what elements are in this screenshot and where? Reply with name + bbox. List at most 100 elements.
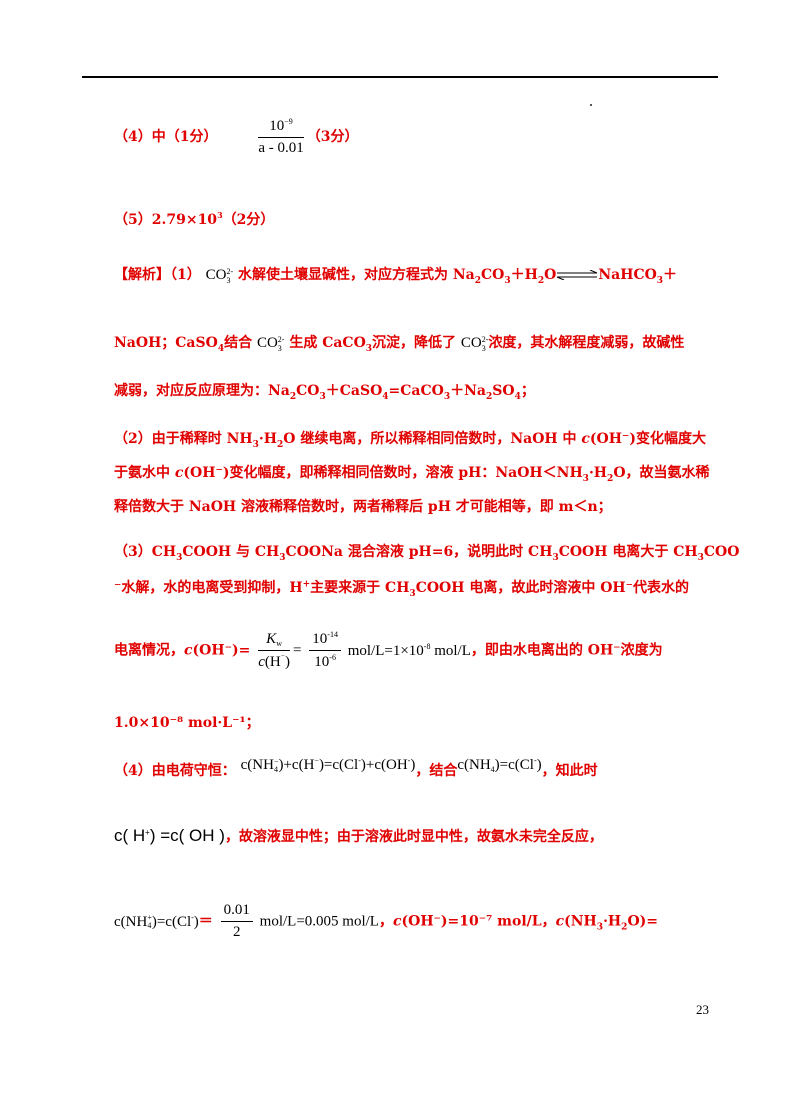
answer-4-fraction: 10−9 a - 0.01: [258, 117, 304, 157]
text-seg: （4）由电荷守恒：: [114, 763, 236, 779]
text-seg: ；: [520, 383, 535, 399]
neutral-eq: c( H+) =c( OH ): [114, 826, 225, 845]
analysis-tag: 【解析】（1）: [114, 267, 201, 283]
kw-sub: w: [276, 638, 282, 648]
sub: 4: [514, 391, 521, 402]
italic-c: c: [184, 642, 193, 659]
text-seg: ，: [378, 913, 393, 930]
sub: 4: [217, 343, 225, 354]
nh4-eq: c(NH+4)=c(Cl-): [114, 912, 199, 931]
text-seg: =CaCO: [388, 383, 444, 399]
text-seg: 浓度，其水解程度减弱，故碱性: [488, 335, 685, 351]
equilibrium-arrow-icon: [557, 270, 598, 280]
m: ) =c( OH: [149, 826, 215, 845]
co-text: CO: [460, 335, 482, 351]
text-seg: ＋CaSO: [325, 383, 383, 399]
analysis-2-line2: 于氨水中 c(OH⁻)变化幅度，即稀释相同倍数时，溶液 pH：NaOH＜NH3·…: [114, 462, 710, 484]
m-sup: −: [273, 756, 279, 766]
ch-c: c: [258, 653, 265, 670]
analysis-3-line1: （3）CH3COOH 与 CH3COONa 混合溶液 pH=6，说明此时 CH3…: [114, 541, 739, 563]
m-sub: 4: [147, 921, 152, 931]
num-base: 10: [312, 631, 328, 647]
sub: 4: [382, 391, 389, 402]
power-fraction: 10-14 10-6: [309, 630, 341, 671]
text-seg: O，故当氨水稀: [613, 465, 710, 481]
analysis-2-line1: （2）由于稀释时 NH3·H2O 继续电离，所以稀释相同倍数时，NaOH 中 c…: [114, 428, 706, 450]
sub: 2: [607, 473, 614, 484]
text-seg: 减弱，对应反应原理为：Na: [114, 383, 290, 399]
text-seg: COOH 与 CH: [182, 544, 280, 560]
m: )+c(OH: [360, 757, 408, 773]
m-sub: 4: [273, 764, 278, 774]
text-seg: 沉淀，降低了: [372, 335, 457, 351]
m-sup: −: [314, 756, 319, 765]
text-seg: 水解使土壤显碱性，对应方程式为 Na: [238, 267, 475, 283]
text-seg: 电离情况，: [114, 642, 184, 659]
sub: 3: [697, 552, 704, 563]
equals: =: [292, 642, 302, 659]
m: )=c(Cl: [318, 757, 359, 773]
frac-den: a - 0.01: [258, 140, 304, 156]
sub: 2: [277, 439, 284, 450]
sub: 2: [621, 922, 628, 933]
co-sup: 2-: [226, 266, 234, 276]
conc-fraction: 0.01 2: [220, 902, 253, 941]
analysis-3-line4: 1.0×10⁻⁸ mol·L⁻¹；: [114, 712, 260, 732]
m: c(NH: [457, 757, 491, 773]
ch-paren: ): [284, 653, 290, 670]
sub: 2: [485, 391, 493, 402]
co-sub: 3: [277, 343, 282, 353]
m-sub: 4: [490, 765, 495, 774]
analysis-2-line3: 释倍数大于 NaOH 溶液稀释倍数时，两者稀释后 pH 才可能相等，即 m＜n；: [114, 496, 612, 516]
italic-c: c: [392, 913, 402, 930]
answer-5-exp: 3: [217, 210, 223, 220]
answer-4: （4）中（1分） 10−9 a - 0.01 （3分）: [114, 117, 359, 157]
text-seg: ·H: [258, 431, 278, 447]
text-seg: (NH: [564, 913, 597, 930]
sub: 3: [656, 275, 664, 286]
text-seg: COO: [703, 544, 740, 560]
ch-sup: ⁻: [280, 652, 285, 662]
m: )=c(Cl: [151, 913, 192, 930]
text-seg: 生成 CaCO: [289, 335, 366, 351]
combine-eq: c(NH4)=c(Cl-): [457, 756, 541, 774]
text-seg: NaHCO: [598, 267, 657, 283]
m-sup: -: [191, 912, 194, 922]
italic-c: c: [174, 465, 184, 481]
italic-c: c: [555, 913, 565, 930]
italic-c: c: [581, 431, 590, 447]
frac-den: 2: [233, 924, 241, 940]
m-sup: -: [533, 756, 537, 765]
m: ): [410, 757, 416, 773]
header-rule: [82, 76, 718, 78]
m: mol/L=0.005 mol/L: [255, 913, 379, 930]
m: )+c(H: [278, 757, 315, 773]
m: c(NH: [240, 757, 274, 773]
speck: [590, 104, 592, 106]
text-seg: ⁻水解，水的电离受到抑制，H: [114, 580, 303, 596]
analysis-1-line3: 减弱，对应反应原理为：Na2CO3＋CaSO4=CaCO3＋Na2SO4；: [114, 380, 535, 402]
co-sup: 2-: [481, 334, 489, 344]
text-seg: O: [544, 267, 557, 283]
m-sup: +: [145, 828, 150, 837]
text-seg: (OH⁻)=: [192, 642, 251, 659]
text-seg: 1.0×10⁻⁸ mol·L⁻¹；: [114, 715, 260, 731]
m: ): [214, 826, 225, 845]
sub: 3: [443, 391, 451, 402]
sub: 2: [474, 275, 482, 286]
text-seg: 于氨水中: [114, 465, 175, 481]
m: c( H: [114, 826, 146, 845]
sub: 3: [319, 391, 326, 402]
co-sub: 3: [481, 343, 486, 353]
text-seg: O)=: [627, 913, 658, 930]
answer-5-suffix: （2分）: [222, 212, 275, 228]
sub: 2: [537, 275, 545, 286]
text-seg: ＋Na: [450, 383, 486, 399]
equals: ＝: [198, 913, 213, 930]
m-sup: +: [147, 913, 152, 923]
text-seg: (OH⁻)变化幅度大: [589, 431, 706, 447]
text-seg: ·H: [588, 465, 608, 481]
